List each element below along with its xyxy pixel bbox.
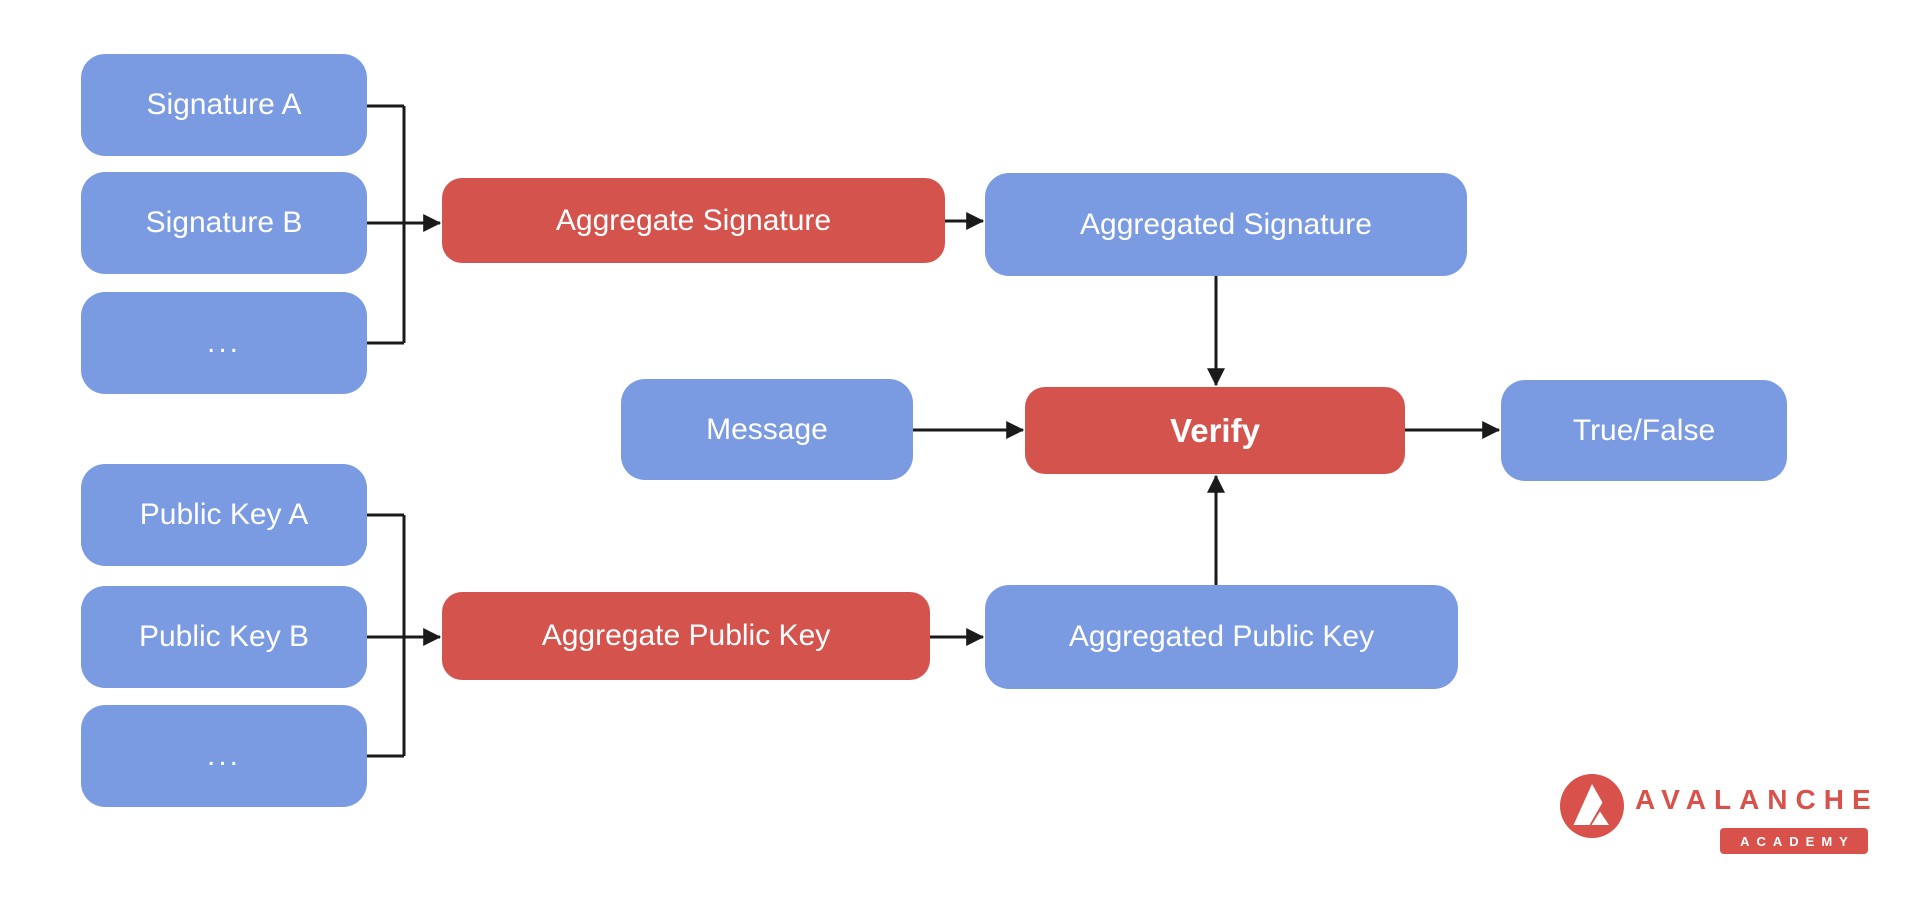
avalanche-logo-icon — [1560, 774, 1624, 838]
node-public-key-a: Public Key A — [81, 464, 367, 566]
node-aggregate-signature: Aggregate Signature — [442, 178, 945, 263]
avalanche-academy-logo: AVALANCHE ACADEMY — [1558, 772, 1888, 862]
logo-academy-badge: ACADEMY — [1720, 828, 1868, 854]
node-verify: Verify — [1025, 387, 1405, 474]
node-public-key-ellipsis: ... — [81, 705, 367, 807]
node-signature-a: Signature A — [81, 54, 367, 156]
node-true-false: True/False — [1501, 380, 1787, 481]
node-signature-b: Signature B — [81, 172, 367, 274]
logo-brand-text: AVALANCHE — [1635, 784, 1879, 815]
node-aggregated-signature: Aggregated Signature — [985, 173, 1467, 276]
node-aggregated-public-key: Aggregated Public Key — [985, 585, 1458, 689]
node-aggregate-public-key: Aggregate Public Key — [442, 592, 930, 680]
node-signature-ellipsis: ... — [81, 292, 367, 394]
node-public-key-b: Public Key B — [81, 586, 367, 688]
node-message: Message — [621, 379, 913, 480]
